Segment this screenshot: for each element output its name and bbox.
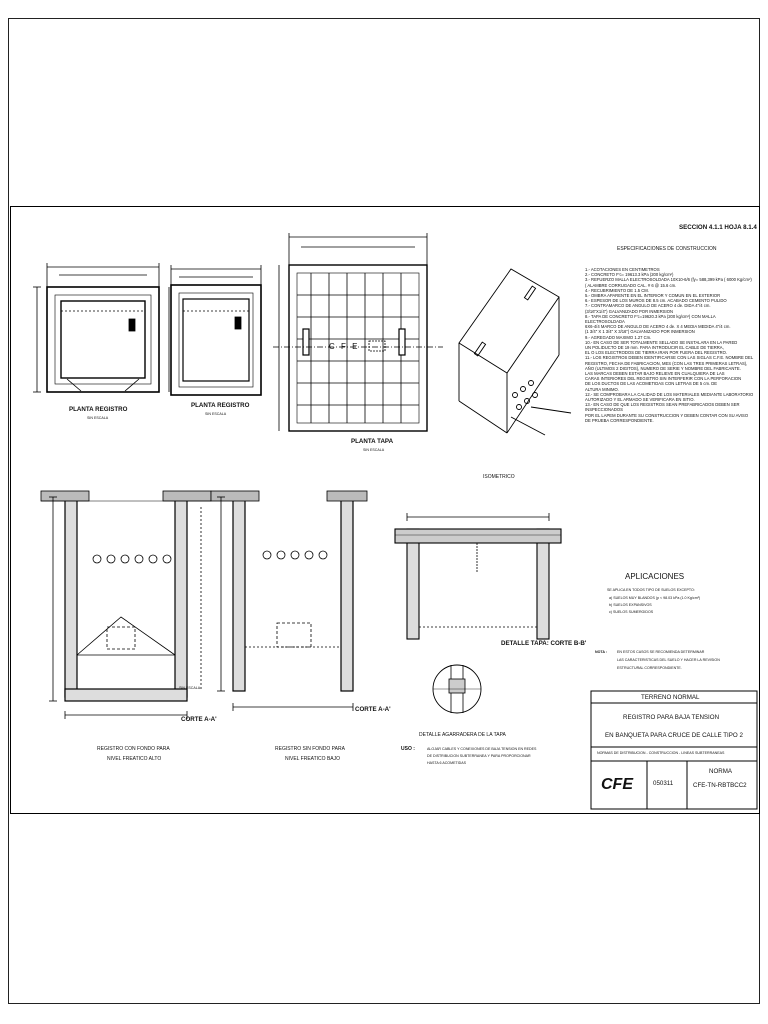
spec-item: 13.- EN CASO DE QUE LOS REGISTROS SEAN P… — [585, 402, 740, 413]
uso-label: USO : — [401, 746, 415, 752]
planta-tapa-title: PLANTA TAPA — [351, 438, 394, 445]
uso-line: DE DISTRIBUCION SUBTERRANEA Y PARA PROPO… — [427, 754, 531, 758]
planta-registro-1-sub: SIN ESCALA — [87, 416, 109, 420]
drawing-linework — [33, 233, 758, 810]
title-line-1: REGISTRO PARA BAJA TENSION — [623, 714, 720, 721]
norma-code: CFE-TN-RBTBCC2 — [693, 782, 747, 789]
norma-label: NORMA — [709, 768, 733, 775]
planta-registro-2-drawing — [170, 265, 262, 396]
detalle-agarradera-drawing — [432, 664, 482, 714]
date-code: 050311 — [653, 780, 674, 787]
spec-item: 9.- AGREGADO MAXIMO 1.27 Cm. — [585, 334, 652, 340]
spec-item: 5.- OMBRA APARENTE EN EL INTERIOR Y COMU… — [585, 293, 721, 299]
spec-item: 8.- TAPA DE CONCRETO F'c=19620.3 kPa (20… — [585, 313, 716, 325]
spec-item: DE LOS DUCTOS DE LAS ACOMETIDAS CON LETR… — [585, 381, 718, 387]
detalle-tapa-title: DETALLE TAPA: CORTE B-B' — [501, 640, 587, 647]
corte-1-caption-1: REGISTRO CON FONDO PARA — [97, 746, 170, 752]
spec-item: ALTURA MINIMO. — [585, 386, 619, 392]
spec-item: 4.- RECUBRIMIENTO DE 1.5 CM. — [585, 287, 649, 293]
corte-1-drawing — [40, 490, 212, 719]
corte-2-drawing — [210, 490, 368, 711]
spec-item: AUTORIZADO Y EL ARMADO SE VERIFICARA EN … — [585, 397, 695, 403]
spec-title: ESPECIFICACIONES DE CONSTRUCCION — [617, 246, 717, 252]
planta-tapa-sub: SIN ESCALA — [363, 448, 385, 452]
spec-item: DE PRUEBA CORRESPONDIENTE. — [585, 417, 654, 423]
detalle-tapa-drawing — [394, 513, 562, 640]
spec-item: (1 3/4" X 1 3/4" X 3/16") GALVANIZADO PO… — [585, 329, 695, 335]
uso-line: HASTA 6 ACOMETIDAS — [427, 761, 467, 765]
spec-item: 3.- REFUERZO MALLA ELECTROSOLDADA 10X10-… — [585, 277, 752, 283]
normas-line: NORMAS DE DISTRIBUCION - CONSTRUCCION - … — [597, 751, 725, 755]
spec-item: 6X6-4/4 MARCO DE ANGULO DE ACERO 4 de. X… — [585, 324, 731, 330]
terreno-label: TERRENO NORMAL — [641, 694, 700, 701]
aplicaciones-item: a) SUELOS MUY BLANDOS (p < 98.03 kPa (1.… — [609, 596, 701, 600]
nota-line: LAS CARACTERISTICAS DEL SUELO Y HACER LA… — [617, 658, 720, 662]
corte-2-caption-1: REGISTRO SIN FONDO PARA — [275, 746, 345, 752]
aplicaciones-item: c) SUELOS SUMERGIDOS — [609, 610, 654, 614]
spec-item: POR EL LAPEM DURANTE SU CONSTRUCCION Y D… — [585, 412, 749, 418]
spec-item: 7.- CONTRAMARCO DE ANGULO DE ACERO 4 de.… — [585, 303, 711, 309]
spec-item: (3/16"X1/4") GALVANIZADO POR INMERSION — [585, 308, 673, 314]
spec-item: AÑO (ULTIMOS 2 DIGITOS), NUMERO DE SERIE… — [585, 365, 741, 371]
spec-list: 1.- ACOTACIONES EN CENTIMETROS 2.- CONCR… — [585, 267, 755, 423]
corte-1-title: CORTE A-A' — [181, 716, 217, 723]
isometrico-drawing — [458, 268, 572, 436]
planta-registro-2-sub: SIN ESCALA — [205, 412, 227, 416]
spec-item: 1.- ACOTACIONES EN CENTIMETROS — [585, 267, 660, 272]
spec-item: REGISTRO, FECHA DE FABRICACION, MES (CON… — [585, 360, 748, 366]
corte-1-caption-2: NIVEL FREATICO ALTO — [107, 756, 162, 762]
nota-label: NOTA : — [595, 650, 607, 654]
title-line-2: EN BANQUETA PARA CRUCE DE CALLE TIPO 2 — [605, 732, 743, 739]
tapa-cfe-letters: C F E — [329, 342, 360, 351]
aplicaciones-item: b) SUELOS EXPANSIVOS — [609, 603, 652, 607]
spec-item: 11.- LOS REGISTROS DEBEN IDENTIFICARSE C… — [585, 355, 754, 361]
drawing-sheet: SECCION 4.1.1 HOJA 8.1.4 ESPECIFICACIONE… — [10, 206, 760, 814]
planta-registro-2-title: PLANTA REGISTRO — [191, 402, 250, 409]
title-block-lines — [590, 690, 758, 810]
nota-line: ESTRUCTURAL CORRESPONDIENTE. — [617, 666, 682, 670]
spec-item: 10.- EN CASO DE SER TOTALMENTE SELLADO S… — [585, 339, 738, 345]
spec-item: LAS MARCAS DEBEN ESTAR BAJO RELIEVE EN C… — [585, 371, 725, 377]
planta-tapa-drawing — [273, 233, 443, 432]
spec-item: ( ALAMBRE CORRUGADO CAL. # 6 @ 15.6 cm. — [585, 282, 677, 288]
spec-item: 2.- CONCRETO F'c= 19613.3 kPa (200 kg/cm… — [585, 272, 674, 278]
spec-item: 6.- ESPESOR DE LOS MUROS DE 8.5 cm. ACAB… — [585, 298, 727, 304]
nota-line: EN ESTOS CASOS SE RECOMIENDA DETERMINAR — [617, 650, 705, 654]
corte-2-title: CORTE A-A' — [355, 706, 391, 713]
section-label: SECCION 4.1.1 HOJA 8.1.4 — [679, 224, 757, 231]
uso-line: ALOJAR CABLES Y CONEXIONES DE BAJA TENSI… — [427, 747, 537, 751]
corte-2-sub: SIN ESCALA — [179, 686, 201, 690]
planta-registro-1-title: PLANTA REGISTRO — [69, 406, 128, 413]
detalle-agarradera-title: DETALLE AGARRADERA DE LA TAPA — [419, 732, 506, 738]
aplicaciones-intro: SE APLICA EN TODOS TIPO DE SUELOS EXCEPT… — [607, 588, 695, 592]
spec-item: UN POLIDUCTO DE 19 mm. PARA INTRODUCIR E… — [585, 345, 724, 351]
spec-item: EL O LOS ELECTRODOS DE TIERRA IRAN POR F… — [585, 350, 728, 356]
spec-item: 12.- SE COMPROBARA LA CALIDAD DE LOS MAT… — [585, 391, 754, 397]
isometrico-title: ISOMETRICO — [483, 474, 515, 480]
cfe-logo: CFE — [601, 776, 633, 793]
spec-item: CARAS INTERIORES DEL REGISTRO SIN INTERF… — [585, 376, 742, 382]
planta-registro-1-drawing — [33, 263, 170, 393]
aplicaciones-title: APLICACIONES — [625, 572, 685, 581]
corte-2-caption-2: NIVEL FREATICO BAJO — [285, 756, 341, 762]
